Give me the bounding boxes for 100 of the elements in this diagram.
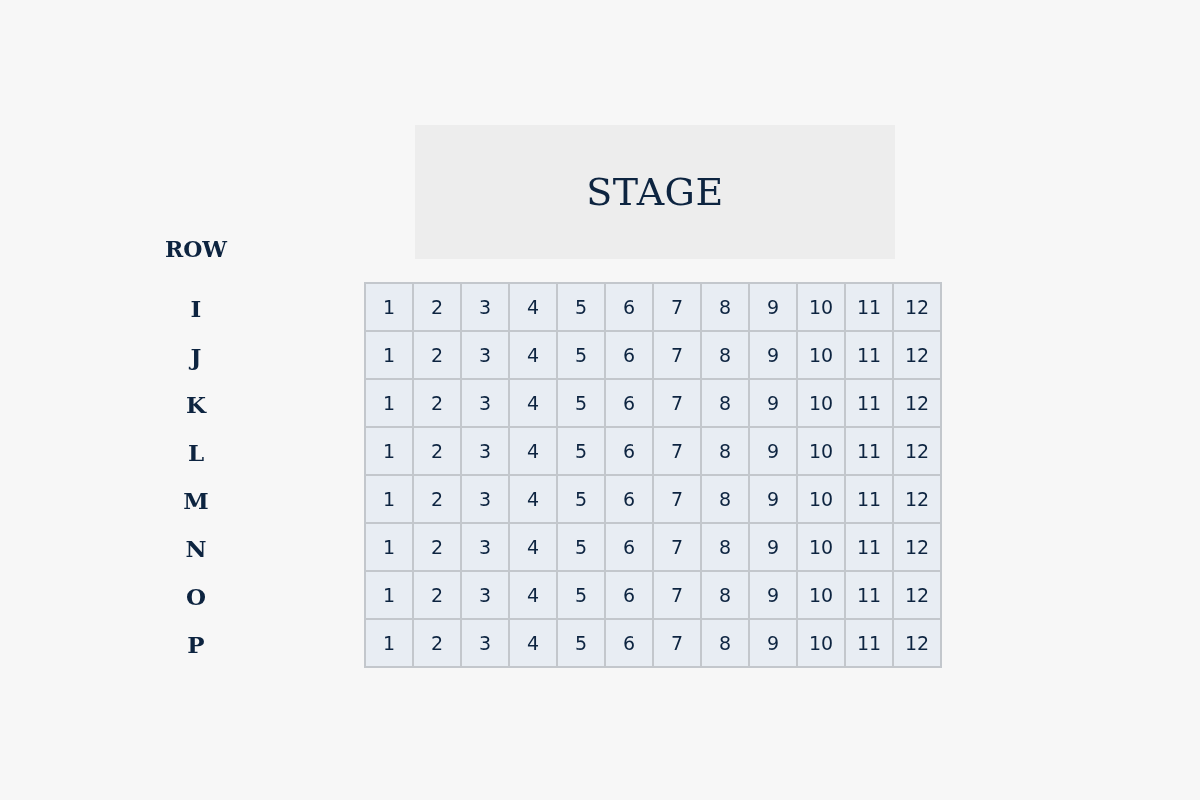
seat: 12 xyxy=(893,475,942,523)
seat: 2 xyxy=(413,571,461,619)
seat: 8 xyxy=(701,379,749,427)
seat: 9 xyxy=(749,523,797,571)
seat: 8 xyxy=(701,571,749,619)
row-header: ROW xyxy=(164,236,228,262)
seat: 11 xyxy=(845,331,893,379)
seat: 10 xyxy=(797,427,845,475)
seat: 5 xyxy=(557,619,605,668)
seat: 10 xyxy=(797,331,845,379)
seat: 12 xyxy=(893,331,942,379)
seat: 2 xyxy=(413,379,461,427)
seat: 7 xyxy=(653,619,701,668)
seat: 12 xyxy=(893,523,942,571)
row-letter: J xyxy=(190,343,202,371)
seat: 6 xyxy=(605,475,653,523)
seat: 5 xyxy=(557,282,605,331)
seat: 3 xyxy=(461,331,509,379)
seat: 2 xyxy=(413,331,461,379)
row-letter: O xyxy=(186,583,206,611)
seat: 4 xyxy=(509,619,557,668)
seat: 4 xyxy=(509,379,557,427)
stage-label: STAGE xyxy=(586,170,724,214)
seat: 2 xyxy=(413,619,461,668)
seat: 8 xyxy=(701,331,749,379)
seat: 8 xyxy=(701,282,749,331)
seat: 3 xyxy=(461,475,509,523)
seat: 1 xyxy=(364,475,413,523)
seat: 1 xyxy=(364,523,413,571)
seat: 11 xyxy=(845,282,893,331)
seat: 12 xyxy=(893,619,942,668)
seat: 4 xyxy=(509,475,557,523)
seat: 12 xyxy=(893,282,942,331)
seat: 9 xyxy=(749,282,797,331)
row-letter: N xyxy=(185,535,207,563)
row-letter: M xyxy=(183,487,209,515)
seat: 9 xyxy=(749,475,797,523)
seat: 1 xyxy=(364,331,413,379)
seat: 9 xyxy=(749,619,797,668)
seat: 7 xyxy=(653,427,701,475)
seat: 3 xyxy=(461,523,509,571)
seat: 10 xyxy=(797,282,845,331)
seat: 12 xyxy=(893,427,942,475)
seat: 7 xyxy=(653,475,701,523)
seat: 4 xyxy=(509,523,557,571)
row-letter: K xyxy=(186,391,206,419)
seat: 5 xyxy=(557,523,605,571)
seat: 12 xyxy=(893,571,942,619)
seat: 11 xyxy=(845,571,893,619)
seat: 3 xyxy=(461,571,509,619)
seat: 9 xyxy=(749,571,797,619)
seat: 7 xyxy=(653,282,701,331)
seat: 1 xyxy=(364,571,413,619)
seat: 6 xyxy=(605,331,653,379)
seat: 1 xyxy=(364,427,413,475)
seat: 10 xyxy=(797,475,845,523)
row-letter: I xyxy=(190,295,202,323)
seat: 4 xyxy=(509,427,557,475)
row-letter: L xyxy=(187,439,205,467)
seat: 6 xyxy=(605,379,653,427)
seat: 10 xyxy=(797,379,845,427)
seat: 8 xyxy=(701,523,749,571)
seat: 2 xyxy=(413,282,461,331)
seat: 10 xyxy=(797,523,845,571)
seat: 2 xyxy=(413,523,461,571)
seat: 10 xyxy=(797,619,845,668)
seat: 5 xyxy=(557,427,605,475)
seat: 11 xyxy=(845,379,893,427)
seat: 2 xyxy=(413,475,461,523)
seat: 1 xyxy=(364,619,413,668)
seat: 11 xyxy=(845,475,893,523)
seat: 4 xyxy=(509,331,557,379)
seat: 6 xyxy=(605,427,653,475)
seat: 6 xyxy=(605,571,653,619)
seat: 6 xyxy=(605,523,653,571)
seat: 11 xyxy=(845,427,893,475)
seat: 8 xyxy=(701,475,749,523)
seat: 3 xyxy=(461,619,509,668)
seat: 10 xyxy=(797,571,845,619)
seat: 2 xyxy=(413,427,461,475)
seat: 8 xyxy=(701,619,749,668)
row-letter: P xyxy=(187,631,205,659)
seat: 4 xyxy=(509,282,557,331)
seat: 4 xyxy=(509,571,557,619)
seat: 5 xyxy=(557,571,605,619)
seat: 1 xyxy=(364,282,413,331)
seat: 3 xyxy=(461,282,509,331)
seat: 6 xyxy=(605,619,653,668)
seat: 7 xyxy=(653,379,701,427)
seat: 8 xyxy=(701,427,749,475)
seat: 9 xyxy=(749,379,797,427)
seat: 5 xyxy=(557,475,605,523)
seat: 12 xyxy=(893,379,942,427)
seat: 3 xyxy=(461,427,509,475)
seat: 9 xyxy=(749,427,797,475)
seat: 7 xyxy=(653,331,701,379)
seat: 9 xyxy=(749,331,797,379)
seat: 5 xyxy=(557,379,605,427)
seat: 6 xyxy=(605,282,653,331)
seat: 5 xyxy=(557,331,605,379)
